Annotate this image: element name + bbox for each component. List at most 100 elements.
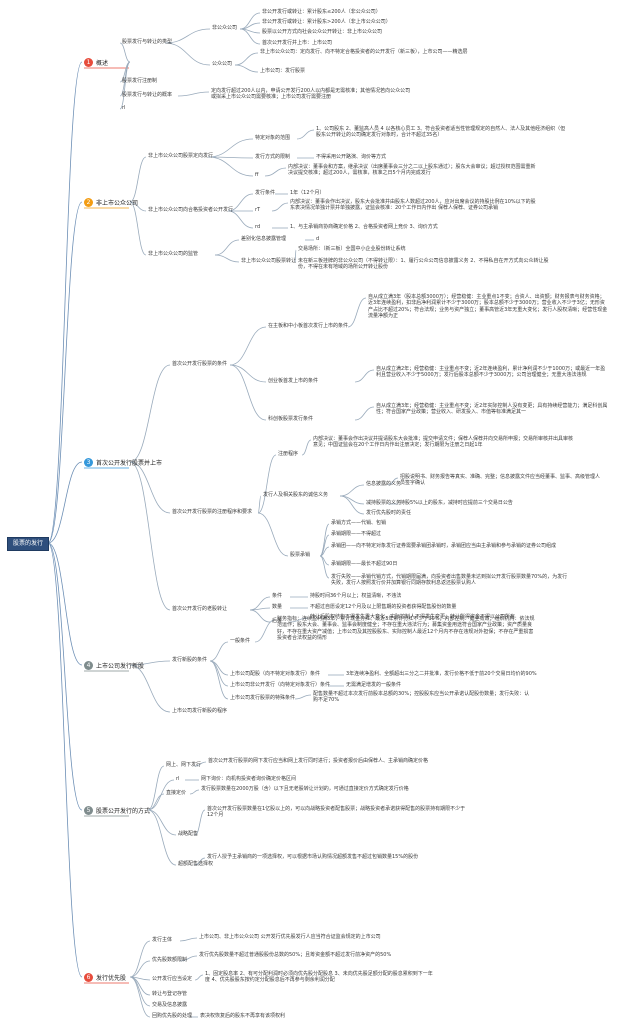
node-s6-f[interactable]: 回购优先股的处理 xyxy=(152,1013,193,1019)
node-s3-c1[interactable]: 条件 xyxy=(272,593,283,599)
node-s5-e-t[interactable]: 发行人授予主承销商的一项选择权，可以根据市场认购情况超额发售不超过包销数量15%… xyxy=(207,854,419,860)
node-s2-b2-t[interactable]: 内部决议：董事会作出决议，股东大会批准并由股东人数超过200人，应对出席会议的持… xyxy=(290,199,536,212)
node-s3-b1-t[interactable]: 内部决议：董事会作出决议并提请股东大会批准；提交申请文件；保荐人保荐并向交易所申… xyxy=(313,436,574,449)
node-s2-c2-2[interactable]: 未在新三板挂牌的非公众公司（不得转让限）：1、履行公众公司信息披露义务 2、不得… xyxy=(298,258,549,271)
node-s3-c[interactable]: 首次公开发行的老股转让 xyxy=(172,606,228,612)
node-s1-a1-3[interactable]: 股票以公开方式向社会公众公开转让：非上市公众公司 xyxy=(262,29,383,35)
node-s3-b3-5[interactable]: 发行失败——承销代销方式，代销期限届满，向投资者出售数量未达到拟公开发行股票数量… xyxy=(331,574,568,587)
node-s1-a1-2[interactable]: 非公开发行或转让：累计股东>200人（非上市公众公司） xyxy=(262,19,391,25)
node-s3-a3[interactable]: 科创板股票发行条件 xyxy=(268,416,314,422)
node-s5-a[interactable]: 网上、网下发行 xyxy=(166,762,202,768)
node-s6-d[interactable]: 转让与登记存管 xyxy=(152,991,188,997)
node-s1-a1-1[interactable]: 非公开发行或转让：累计股东≤200人（非公众公司） xyxy=(262,9,381,15)
node-s3-b2-2t[interactable]: 持股5%以上的股东，减持时应提前三个交易日公告 xyxy=(400,500,513,506)
node-s3-c1-t[interactable]: 持股时间36个月以上；权益清晰，不违法 xyxy=(310,593,402,599)
node-s3-b2-3[interactable]: 发行优先股时的责任 xyxy=(366,510,412,516)
node-s2-c1-t[interactable]: d xyxy=(316,236,320,242)
node-s2-a2[interactable]: 发行方式的限制 xyxy=(255,154,291,160)
node-s3-c2-t[interactable]: 不超过自愿设定12个月及以上限售期的投资者获得配售股份的数量 xyxy=(310,604,457,610)
section-number-badge: 2 xyxy=(84,197,93,207)
node-s4-a[interactable]: 发行新股的条件 xyxy=(172,657,208,663)
node-s2-c2-1[interactable]: 交易场所：（新三板）全国中小企业股份转让系统 xyxy=(298,246,406,252)
node-s4-a2-t[interactable]: 3年连续净盈利、全额超出三分之二并批准，发行价格不低于前20个交易日均价的90% xyxy=(346,671,537,677)
node-s3-b3-2[interactable]: 承销期限——不得超过 xyxy=(331,531,382,537)
node-s3-b2-2[interactable]: 减持股票的义务 xyxy=(366,500,402,506)
node-s1-a2-2[interactable]: 上市公司：发行股票 xyxy=(260,68,306,74)
node-s1-a2[interactable]: 公众公司 xyxy=(212,61,233,67)
node-s4-a4-t[interactable]: 配售数量不超过本次发行前股本总额的30%；控股股东应当公开承诺认配股份数量；发行… xyxy=(313,691,530,704)
node-s5-d-t[interactable]: 首次公开发行股票数量在1亿股以上的，可以向战略投资者配售股票；战略投资者承诺获得… xyxy=(207,806,466,819)
node-s3-b1[interactable]: 注册程序 xyxy=(278,451,299,457)
node-s5-e[interactable]: 超额配售选择权 xyxy=(178,861,214,867)
node-s1-a1[interactable]: 非公众公司 xyxy=(212,25,238,31)
node-s2-c1[interactable]: 差别化信息披露管理 xyxy=(241,236,287,242)
root-node[interactable]: 股票的发行 xyxy=(7,537,49,551)
node-s5-b-t[interactable]: 网下询价：向机构投资者询价确定价格区间 xyxy=(201,776,297,782)
node-s4-a1[interactable]: 一般条件 xyxy=(230,638,251,644)
node-s4-a4[interactable]: 上市公司发行股票的特殊条件 xyxy=(230,695,296,701)
node-s1-a2-1[interactable]: 非上市公众公司：定向发行、向不特定合格投资者的公开发行（新三板），上市公司——精… xyxy=(260,49,468,55)
node-s6-a-t[interactable]: 上市公司、非上市公众公司 公开发行优先股发行人应当符合证监会规定的上市公司 xyxy=(199,934,381,940)
node-s3-b3-4[interactable]: 承销期限——最长不超过90日 xyxy=(331,561,398,567)
node-s3-a1-t[interactable]: 自从成立满3年（股本总额3000万）；经营稳健：主业重点1不变；合资人、出资额；… xyxy=(368,294,608,320)
node-s4-a1-t[interactable]: 财务指标：连续盈利满3年，累计现金分红、最近3年累计分红不少于30%；内部控制：… xyxy=(277,616,535,642)
node-s4-a3-t[interactable]: 无需满足增发的一般条件 xyxy=(346,682,402,688)
node-s2-a3[interactable]: ff xyxy=(255,172,259,178)
node-s1-c1[interactable]: 定向发行超过200人以内，申请公开发行200人以内都是无需核准；其他情况若向公众… xyxy=(211,88,411,101)
node-s2-b[interactable]: 非上市公众公司向合格投资者公开发行 xyxy=(148,207,234,213)
node-s2-b1-t[interactable]: 1年（12个月） xyxy=(290,190,325,196)
node-s2-b2[interactable]: rT xyxy=(255,207,261,213)
node-s6-b-t[interactable]: 发行优先股数量不超过普通股股份总数的50%；且筹资金额不超过发行前净资产的50% xyxy=(199,952,392,958)
node-s3-c3-t[interactable]: 转让后股权结构不得发生重大变化，实际控制人不得发生变更；转让所得资金不得以公司所… xyxy=(310,614,516,620)
node-s1-c[interactable]: 股票发行与转让的概率 xyxy=(122,92,173,98)
node-s3-a2[interactable]: 创业板首发上市的条件 xyxy=(268,378,319,384)
node-s3-b2-1[interactable]: 信息披露的义务 xyxy=(366,481,402,487)
node-s2-a1-t[interactable]: 1、公司股东 2、董监高人员 4 以各核心员工 3、符合投资者适当性管理规定的自… xyxy=(316,126,566,139)
node-s3-b3-3[interactable]: 承销团——向不特定对象发行证券需要承销团承销时，承销团应当由主承销和参与承销的证… xyxy=(331,543,557,549)
node-s1-a1-4[interactable]: 首次公开发行并上市：上市公司 xyxy=(262,40,333,46)
node-s2-b3[interactable]: rd xyxy=(255,224,261,230)
node-s6-e[interactable]: 交易及信息披露 xyxy=(152,1002,188,1008)
node-s4-a2[interactable]: 上市公司配股（向不特定对象发行）条件 xyxy=(230,671,321,677)
node-s4-b[interactable]: 上市公司发行新股的程序 xyxy=(172,708,228,714)
node-s3-a1[interactable]: 在主板和中小板首次发行上市的条件 xyxy=(268,323,349,329)
node-s2-b3-t[interactable]: 1、与主承销商协商确定价格 2、合格投资者网上竞价 3、询价方式 xyxy=(290,224,438,230)
node-s3-b[interactable]: 首次公开发行股票的注册程序和要求 xyxy=(172,509,253,515)
node-s3-b3-1[interactable]: 承销方式——代销、包销 xyxy=(331,520,387,526)
node-s6-c-t[interactable]: 1、固定股息率 2、有可分配利润时必须向优先股分配股息 3、未向优先股足额分配的… xyxy=(205,971,433,984)
node-s6-c[interactable]: 公开发行应当设定 xyxy=(152,976,193,982)
node-s3-a[interactable]: 首次公开发行股票的条件 xyxy=(172,361,228,367)
node-s1-d[interactable]: rl xyxy=(122,105,126,111)
node-s5-d[interactable]: 战略配售 xyxy=(178,831,199,837)
node-s3-c3[interactable]: 后果 xyxy=(272,618,283,624)
node-s6-f-t[interactable]: 表决权恢复后的股东不再享有该项权利 xyxy=(200,1013,286,1019)
node-s2-b1[interactable]: 发行条件 xyxy=(255,190,276,196)
node-s5-c-t[interactable]: 发行股票数量在2000万股（含）以下且无老股转让计划的，可通过直接定价方式确定发… xyxy=(201,786,409,792)
node-s3-b3[interactable]: 股票承销 xyxy=(290,552,311,558)
node-s6-a[interactable]: 发行主体 xyxy=(152,937,173,943)
node-s2-a2-t[interactable]: 不得采用公开路演、询价等方式 xyxy=(316,154,387,160)
node-s2-c[interactable]: 非上市公众公司的监管 xyxy=(148,251,199,257)
node-s3-b2-1t[interactable]: 招股说明书、财务报告等真实、准确、完整；信息披露文件应当经董事、监事、高级管理人… xyxy=(400,474,601,487)
node-s1-b[interactable]: 股票发行注册制 xyxy=(122,78,158,84)
node-s6-b[interactable]: 优先股数额限制 xyxy=(152,957,188,963)
node-s5-a1[interactable]: 首次公开发行股票的网下发行应当和网上发行同时进行；投资者报价后由保荐人、主承销商… xyxy=(208,758,429,764)
node-s5-b[interactable]: rl xyxy=(176,776,180,782)
node-s2-c2[interactable]: 非上市公众公司股票转让 xyxy=(241,258,297,264)
node-s2-a[interactable]: 非上市公众公司股票定向发行 xyxy=(148,153,214,159)
node-s1-a[interactable]: 股票发行与转让的类型 xyxy=(122,39,173,45)
node-s4-a3[interactable]: 上市公司非公开发行（向特定对象发行）条件 xyxy=(230,682,331,688)
node-s3-a3-t[interactable]: 自从成立满3年；经营稳健：主业重点不变；近2年实际控制人没有变更；具有持续经营能… xyxy=(376,403,608,416)
node-s2-a3-t[interactable]: 内部决议：董事会和方案，继承决议（出席董事会三分之二以上股东通过）；股东大会审议… xyxy=(288,164,536,177)
node-s2-a1[interactable]: 特定对象的范围 xyxy=(255,135,291,141)
node-s3-c2[interactable]: 数量 xyxy=(272,604,283,610)
node-s3-b2[interactable]: 发行人及相关股东的诚信义务 xyxy=(263,492,329,498)
node-s3-a2-t[interactable]: 自从成立满2年；经营稳健：主业重点不变；近2年连续盈利，累计净利润不少于1000… xyxy=(376,366,606,379)
node-s5-c[interactable]: 直接定价 xyxy=(166,790,187,796)
